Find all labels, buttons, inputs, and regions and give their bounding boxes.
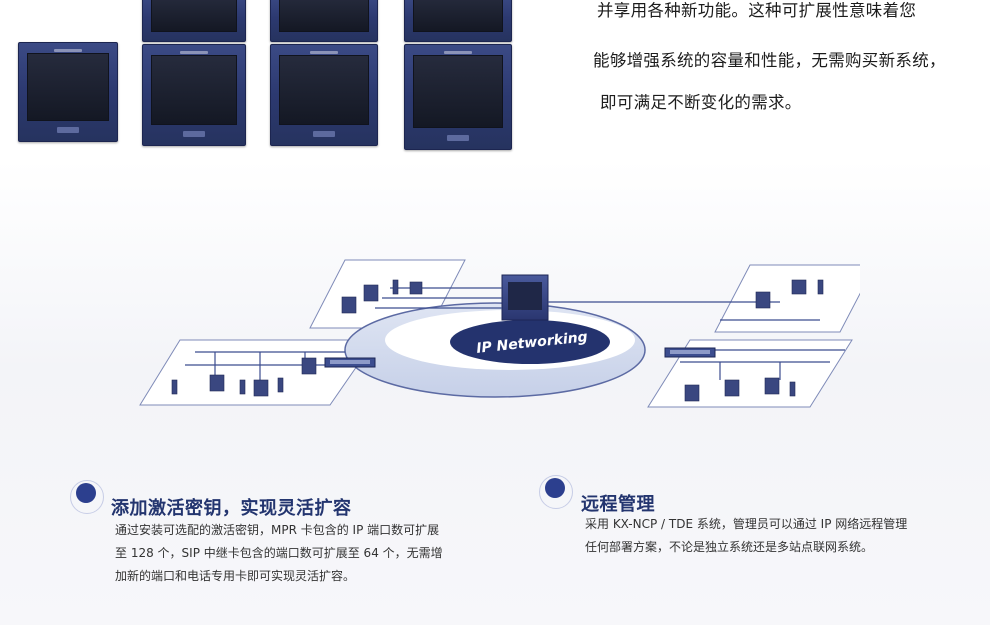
pbx-cabinet <box>404 0 512 42</box>
mobile-phone-icon <box>817 279 824 295</box>
bullet-icon <box>76 483 96 503</box>
central-pbx-icon <box>501 274 549 321</box>
intro-text-line: 能够增强系统的容量和性能，无需购买新系统， <box>593 51 946 70</box>
feature-body-line: 至 128 个，SIP 中继卡包含的端口数可扩展至 64 个，无需增 <box>115 546 443 560</box>
bullet-ring-icon <box>539 475 573 509</box>
mobile-phone-icon <box>171 379 178 395</box>
bullet-icon <box>545 478 565 498</box>
ip-phone-icon <box>341 296 357 314</box>
cordless-base-icon <box>791 279 807 295</box>
ip-phone-icon <box>724 379 740 397</box>
router-right-icon <box>664 347 716 358</box>
ip-phone-icon <box>684 384 700 402</box>
ip-network-ring <box>344 302 646 398</box>
site-devices <box>171 279 824 402</box>
mobile-phone-icon <box>789 381 796 397</box>
pbx-cabinet <box>270 0 378 42</box>
feature-body-line: 通过安装可选配的激活密钥，MPR 卡包含的 IP 端口数可扩展 <box>115 523 440 537</box>
mobile-phone-icon <box>277 377 284 393</box>
feature-body-line: 采用 KX-NCP / TDE 系统，管理员可以通过 IP 网络远程管理 <box>585 517 908 531</box>
pbx-cabinet <box>270 44 378 146</box>
ip-phone-icon <box>253 379 269 397</box>
feature-body-line: 任何部署方案，不论是独立系统还是多站点联网系统。 <box>585 540 874 554</box>
router-left-icon <box>324 357 376 368</box>
feature-body-line: 加新的端口和电话专用卡即可实现灵活扩容。 <box>115 569 356 583</box>
ip-phone-icon <box>209 374 225 392</box>
pbx-cabinet <box>142 0 246 42</box>
mobile-phone-icon <box>239 379 246 395</box>
ip-network-diagram: IP Networking <box>139 259 860 408</box>
cordless-base-icon <box>409 281 423 295</box>
ip-phone-icon <box>764 377 780 395</box>
site-plane-left <box>139 339 376 406</box>
connection-lines <box>185 287 845 380</box>
site-plane-top-right <box>714 264 860 333</box>
intro-text-line: 即可满足不断变化的需求。 <box>600 93 802 112</box>
ip-phone-icon <box>301 357 317 375</box>
feature-title: 添加激活密钥，实现灵活扩容 <box>111 498 352 519</box>
ip-phone-icon <box>363 284 379 302</box>
feature-body: 通过安装可选配的激活密钥，MPR 卡包含的 IP 端口数可扩展 至 128 个，… <box>115 519 443 588</box>
ip-phone-icon <box>755 291 771 309</box>
pbx-cabinet <box>142 44 246 146</box>
feature-title: 远程管理 <box>581 494 655 515</box>
pbx-cabinet <box>18 42 118 142</box>
mobile-phone-icon <box>392 279 399 295</box>
bullet-ring-icon <box>70 480 104 514</box>
feature-body: 采用 KX-NCP / TDE 系统，管理员可以通过 IP 网络远程管理 任何部… <box>585 513 907 559</box>
intro-text-line: 并享用各种新功能。这种可扩展性意味着您 <box>597 1 917 20</box>
pbx-cabinet <box>404 44 512 150</box>
